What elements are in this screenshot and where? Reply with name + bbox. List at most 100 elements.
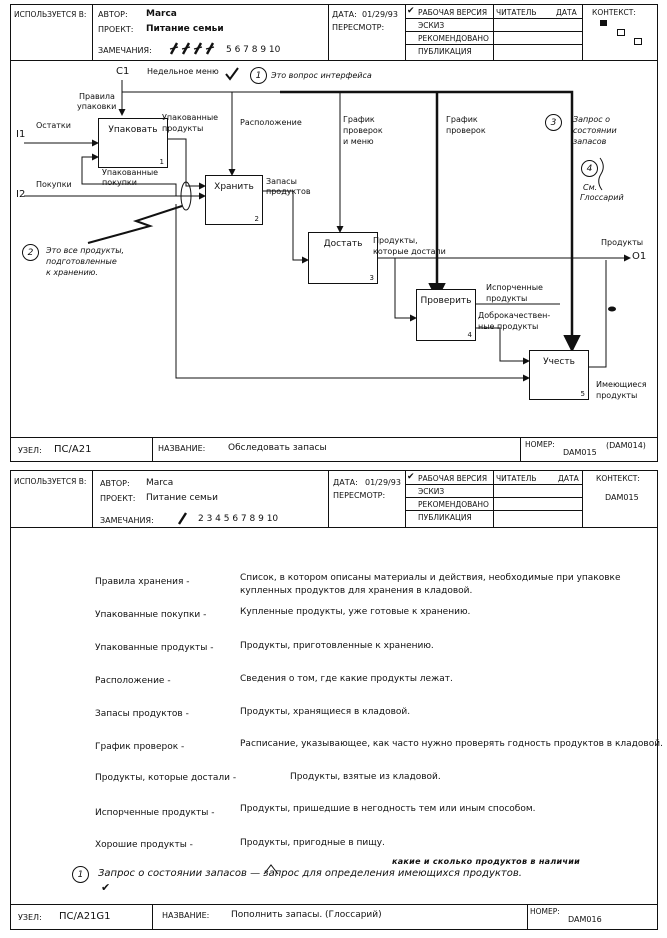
p1-schedule-menu-line3: и меню [343,137,374,146]
p2-used-at-label: ИСПОЛЬЗУЕТСЯ В: [14,477,87,486]
p1-revision-label: ПЕРЕСМОТР: [332,23,385,32]
p2-footer-divider-2 [527,904,528,930]
p1-used-at-label: ИСПОЛЬЗУЕТСЯ В: [14,10,87,19]
p1-footer-divider-2 [520,437,521,462]
p1-title: Обследовать запасы [228,443,327,453]
activity-box-account-name: Учесть [543,357,575,367]
p2-note-check: ✔ [101,881,111,894]
p1-footer-divider-1 [152,437,153,462]
p1-context-box-2 [617,29,625,36]
activity-box-store-number: 2 [254,215,259,223]
p1-available-line2: продукты [596,391,638,400]
glossary-term-3: Упакованные продукты - [95,643,214,653]
p1-schedule-line1: График [446,115,478,124]
p1-annotation-1-text: Это вопрос интерфейса [271,71,372,80]
p1-title-label: НАЗВАНИЕ: [158,444,206,453]
p2-author: Marca [146,478,174,488]
p1-node-label: УЗЕЛ: [18,446,42,455]
p1-annotation-3-line2: состоянии [573,126,617,135]
p2-author-label: АВТОР: [100,479,130,488]
activity-box-pack-number: 1 [159,158,164,166]
activity-box-check: Проверить 4 [416,289,476,341]
glossary-term-4: Расположение - [95,676,171,686]
p1-reader-label: ЧИТАТЕЛЬ [496,8,537,17]
p1-project: Питание семьи [146,24,224,34]
p2-reader-label: ЧИТАТЕЛЬ [496,474,537,483]
p1-location-label: Расположение [240,118,302,127]
p1-annotation-3-circle: 3 [545,114,562,131]
p1-stock-line1: Запасы [266,177,297,186]
p1-pack-rules-line1: Правила [79,92,115,101]
activity-box-check-number: 4 [467,331,472,339]
p1-c1-label: C1 [116,66,130,77]
p1-status-recommended: РЕКОМЕНДОВАНО [418,34,489,43]
p2-notes-strike [177,512,188,525]
glossary-def-7: Продукты, взятые из кладовой. [290,772,441,782]
activity-box-pack: Упаковать 1 [98,118,168,168]
p1-packed-purchases-line1: Упакованные [102,168,159,177]
p1-i1-input-label: Остатки [36,121,71,130]
glossary-term-9: Хорошие продукты - [95,840,193,850]
activity-box-retrieve-name: Достать [323,239,363,249]
p1-taken-line1: Продукты, [373,236,418,245]
p1-spoiled-line2: продукты [486,294,528,303]
p1-pack-rules-line2: упаковки [77,102,117,111]
p1-notes-label: ЗАМЕЧАНИЯ: [98,46,152,55]
p1-schedule-line2: проверок [446,126,486,135]
page1-frame [10,4,658,462]
p2-status-working: РАБОЧАЯ ВЕРСИЯ [418,474,488,483]
p2-note-circle: 1 [72,866,89,883]
p1-schedule-menu-line2: проверок [343,126,383,135]
activity-box-account-number: 5 [580,390,585,398]
p1-annotation-4-line1: См. [583,183,598,192]
p1-annotation-2-line3: к хранению. [46,268,98,277]
glossary-def-8: Продукты, пришедшие в негодность тем или… [240,804,536,814]
p1-status-draft: ЭСКИЗ [418,21,445,30]
p1-header-divider-5 [582,5,583,60]
p1-reader-date-label: ДАТА [556,8,577,17]
p1-status-working: РАБОЧАЯ ВЕРСИЯ [418,8,488,17]
p2-project: Питание семьи [146,493,218,503]
glossary-def-4: Сведения о том, где какие продукты лежат… [240,674,453,684]
p1-context-box-filled [600,20,607,26]
p1-annotation-2-circle: 2 [22,244,39,261]
p2-context-value: DAM015 [605,493,639,502]
glossary-term-1: Правила хранения - [95,577,190,587]
p1-node: ПС/А21 [54,444,92,455]
p1-check-mark: ✔ [407,6,415,16]
glossary-def-1b: купленных продуктов для хранения в кладо… [240,586,473,596]
p1-i1-label: I1 [16,129,26,140]
p1-footer-top [10,437,658,438]
p2-status-publication: ПУБЛИКАЦИЯ [418,513,472,522]
p1-good-line1: Доброкачествен- [478,311,551,320]
p2-title-label: НАЗВАНИЕ: [162,911,210,920]
glossary-term-2: Упакованные покупки - [95,610,207,620]
p2-status-line-2 [405,497,582,498]
p2-status-draft: ЭСКИЗ [418,487,445,496]
p2-header-bottom [10,527,658,528]
p2-check-mark: ✔ [407,472,415,482]
p1-annotation-1-circle: 1 [250,67,267,84]
activity-box-retrieve: Достать 3 [308,232,378,284]
glossary-term-5: Запасы продуктов - [95,709,189,719]
p1-status-line-2 [405,31,582,32]
p1-annotation-4-line2: Глоссарий [580,193,624,202]
p2-status-line-1 [405,484,582,485]
p1-project-label: ПРОЕКТ: [98,25,134,34]
p2-notes-label: ЗАМЕЧАНИЯ: [100,516,154,525]
p1-stock-line2: продуктов [266,187,311,196]
p1-good-line2: ные продукты [478,322,539,331]
p1-context-label: КОНТЕКСТ: [592,8,636,17]
p2-node: ПС/А21G1 [59,911,111,922]
p2-title: Пополнить запасы. (Глоссарий) [231,910,382,920]
p2-reader-date-label: ДАТА [558,474,579,483]
p1-annotation-4-circle: 4 [581,160,598,177]
activity-box-store-name: Хранить [214,182,254,192]
activity-box-pack-name: Упаковать [108,125,158,135]
p1-available-line1: Имеющиеся [596,380,647,389]
p1-header-divider-3 [405,5,406,60]
activity-box-account: Учесть 5 [529,350,589,400]
activity-box-store: Хранить 2 [205,175,263,225]
p2-date: 01/29/93 [365,478,401,487]
p1-status-line-3 [405,44,582,45]
